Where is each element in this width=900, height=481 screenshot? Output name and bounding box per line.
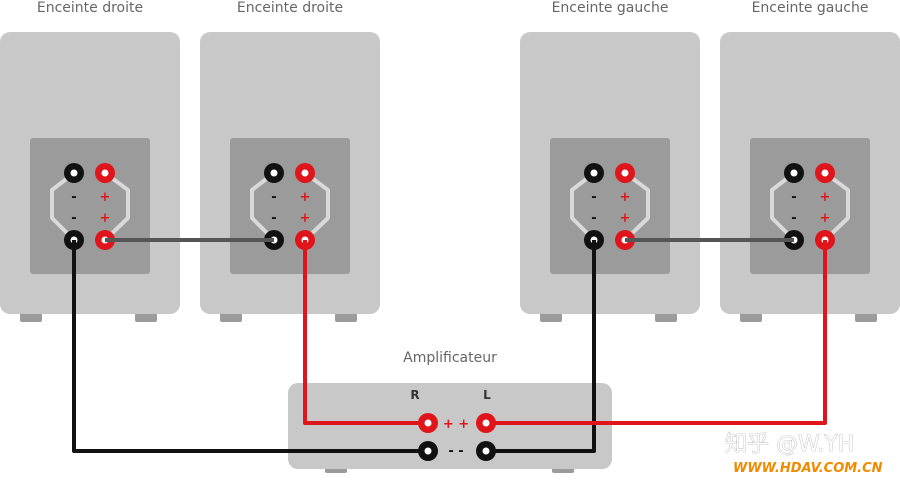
speaker-3: - - + + Enceinte gauche	[520, 0, 700, 322]
amplifier: Amplificateur R L + + - -	[288, 350, 612, 473]
amplifier-plus-signs: + +	[443, 417, 469, 432]
plus-sign: +	[620, 190, 631, 205]
watermark-line1: 知乎 @W.YH	[725, 432, 854, 457]
jumper-minus	[770, 171, 796, 242]
terminal-panel	[550, 138, 670, 274]
jumper-plus	[823, 171, 850, 242]
speaker-2: - - + + Enceinte droite	[200, 0, 380, 322]
jumper-plus	[623, 171, 650, 242]
minus-sign: -	[591, 211, 596, 226]
amplifier-body	[288, 383, 612, 469]
speaker-foot	[335, 313, 357, 322]
channel-left-label: L	[483, 388, 491, 402]
minus-sign: -	[791, 190, 796, 205]
wires	[72, 238, 827, 453]
terminal-panel	[750, 138, 870, 274]
plus-sign: +	[820, 190, 831, 205]
plus-sign: +	[620, 211, 631, 226]
jumper-minus	[50, 171, 76, 242]
jumper-plus	[303, 171, 330, 242]
watermark-line2: WWW.HDAV.COM.CN	[733, 461, 883, 476]
minus-sign: -	[71, 211, 76, 226]
speaker-foot	[540, 313, 562, 322]
speaker-foot	[20, 313, 42, 322]
speaker-label: Enceinte droite	[37, 0, 143, 16]
watermark: 知乎 @W.YH WWW.HDAV.COM.CN	[725, 432, 883, 476]
wire-left-plus	[486, 240, 827, 425]
amplifier-label: Amplificateur	[403, 350, 497, 366]
speaker-label: Enceinte droite	[237, 0, 343, 16]
speaker-foot	[655, 313, 677, 322]
plus-sign: +	[820, 211, 831, 226]
minus-sign: -	[71, 190, 76, 205]
minus-sign: -	[591, 190, 596, 205]
jumper-plus	[103, 171, 130, 242]
plus-sign: +	[100, 190, 111, 205]
minus-sign: -	[271, 211, 276, 226]
speaker-foot	[740, 313, 762, 322]
minus-sign: -	[791, 211, 796, 226]
channel-right-label: R	[410, 388, 419, 402]
wire-right-minus	[72, 240, 428, 453]
terminal-panel	[230, 138, 350, 274]
jumper-minus	[570, 171, 596, 242]
minus-sign: -	[271, 190, 276, 205]
speaker-label: Enceinte gauche	[752, 0, 869, 16]
plus-sign: +	[100, 211, 111, 226]
amplifier-terminals	[418, 413, 496, 461]
speaker-foot	[135, 313, 157, 322]
plus-sign: +	[300, 211, 311, 226]
wire-left-minus	[486, 240, 596, 453]
terminal-panel	[30, 138, 150, 274]
speaker-1: - - + + Enceinte droite	[0, 0, 180, 322]
jumper-minus	[250, 171, 276, 242]
speaker-foot	[220, 313, 242, 322]
speaker-foot	[855, 313, 877, 322]
speaker-4: - - + + Enceinte gauche	[720, 0, 900, 322]
plus-sign: +	[300, 190, 311, 205]
wire-right-plus	[303, 240, 428, 425]
speaker-label: Enceinte gauche	[552, 0, 669, 16]
amplifier-minus-signs: - -	[448, 444, 463, 459]
